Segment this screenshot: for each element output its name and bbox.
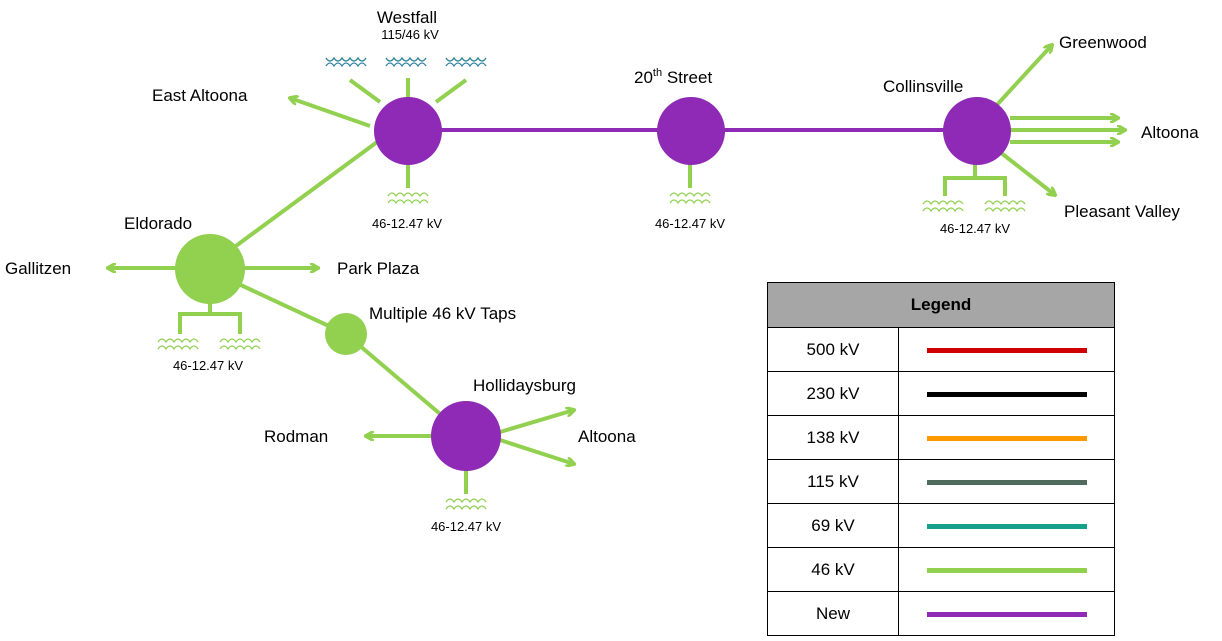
legend-line-swatch [926, 611, 1087, 617]
legend-swatch-cell [898, 371, 1115, 416]
labels: Westfall 115/46 kV 46-12.47 kV 20th Stre… [5, 8, 1199, 534]
rodman-label: Rodman [264, 427, 328, 446]
legend-row: 138 kV [767, 415, 1115, 460]
line-eldorado-taps [229, 278, 347, 336]
east-altoona-label: East Altoona [152, 86, 248, 105]
legend-swatch-cell [898, 459, 1115, 504]
transformer-46-12-icon [219, 338, 261, 350]
street20-low-rating-label: 46-12.47 kV [655, 216, 725, 231]
transformer-46-12-icon [445, 498, 487, 510]
legend-line-swatch [926, 391, 1087, 397]
transformer-115-46-icon [325, 57, 367, 67]
transformer-46-12-icon [922, 200, 964, 212]
arrow-greenwood [992, 45, 1052, 110]
legend-line-swatch [926, 347, 1087, 353]
hollidaysburg-label: Hollidaysburg [473, 376, 576, 395]
altoona-label-collinsville: Altoona [1141, 123, 1199, 142]
legend-swatch-cell [898, 547, 1115, 592]
collinsville-node [943, 97, 1011, 165]
westfall-tx-stub [434, 78, 468, 104]
line-network [108, 45, 1125, 494]
legend-swatch-cell [898, 503, 1115, 548]
transformer-115-46-icon [445, 57, 487, 67]
station-nodes [175, 97, 1011, 471]
transformer-46-12-icon [669, 192, 711, 204]
pleasant-valley-label: Pleasant Valley [1064, 202, 1180, 221]
westfall-low-rating-label: 46-12.47 kV [372, 216, 442, 231]
westfall-tx-stub [348, 78, 382, 104]
legend-row: 46 kV [767, 547, 1115, 592]
legend-line-swatch [926, 567, 1087, 573]
transformer-46-12-icon [984, 200, 1026, 212]
legend-row: 230 kV [767, 371, 1115, 416]
collinsville-low-rating-label: 46-12.47 kV [940, 221, 1010, 236]
arrow-altoona-hb-2 [499, 438, 574, 464]
legend-voltage-label: 230 kV [767, 371, 899, 416]
eldorado-node [175, 234, 245, 304]
transformer-46-12-icon [157, 338, 199, 350]
street20-node [657, 97, 725, 165]
legend-voltage-label: 115 kV [767, 459, 899, 504]
line-westfall-eldorado [208, 132, 390, 267]
street20-label: 20th Street [634, 67, 712, 87]
legend-swatch-cell [898, 415, 1115, 460]
transformer-46-12-icon [387, 192, 429, 204]
legend-row: 69 kV [767, 503, 1115, 548]
greenwood-label: Greenwood [1059, 33, 1147, 52]
gallitzen-label: Gallitzen [5, 259, 71, 278]
taps-node [325, 313, 367, 355]
legend-swatch-cell [898, 591, 1115, 636]
eldorado-low-rating-label: 46-12.47 kV [173, 358, 243, 373]
westfall-label: Westfall [377, 8, 437, 27]
westfall-node [374, 97, 442, 165]
hollidaysburg-node [431, 401, 501, 471]
taps-label: Multiple 46 kV Taps [369, 304, 516, 323]
eldorado-label: Eldorado [124, 214, 192, 233]
westfall-rating-label: 115/46 kV [381, 27, 439, 42]
transformer-115-46-icon [385, 57, 427, 67]
hollidaysburg-low-rating-label: 46-12.47 kV [431, 519, 501, 534]
legend-line-swatch [926, 479, 1087, 485]
park-plaza-label: Park Plaza [337, 259, 420, 278]
legend-row: 500 kV [767, 327, 1115, 372]
legend-voltage-label: 500 kV [767, 327, 899, 372]
legend-swatch-cell [898, 327, 1115, 372]
legend-voltage-label: 138 kV [767, 415, 899, 460]
arrow-east-altoona [290, 98, 371, 128]
collinsville-label: Collinsville [883, 77, 963, 96]
altoona-label-hollidaysburg: Altoona [578, 427, 636, 446]
legend-header-row: Legend [767, 282, 1115, 328]
legend-line-swatch [926, 523, 1087, 529]
arrow-altoona-hb-1 [499, 410, 574, 434]
legend-row: New [767, 591, 1115, 636]
legend-voltage-label: 46 kV [767, 547, 899, 592]
arrow-pleasant-valley [998, 150, 1055, 195]
legend-voltage-label: 69 kV [767, 503, 899, 548]
legend-row: 115 kV [767, 459, 1115, 504]
legend-title: Legend [767, 282, 1115, 328]
legend-line-swatch [926, 435, 1087, 441]
legend-voltage-label: New [767, 591, 899, 636]
